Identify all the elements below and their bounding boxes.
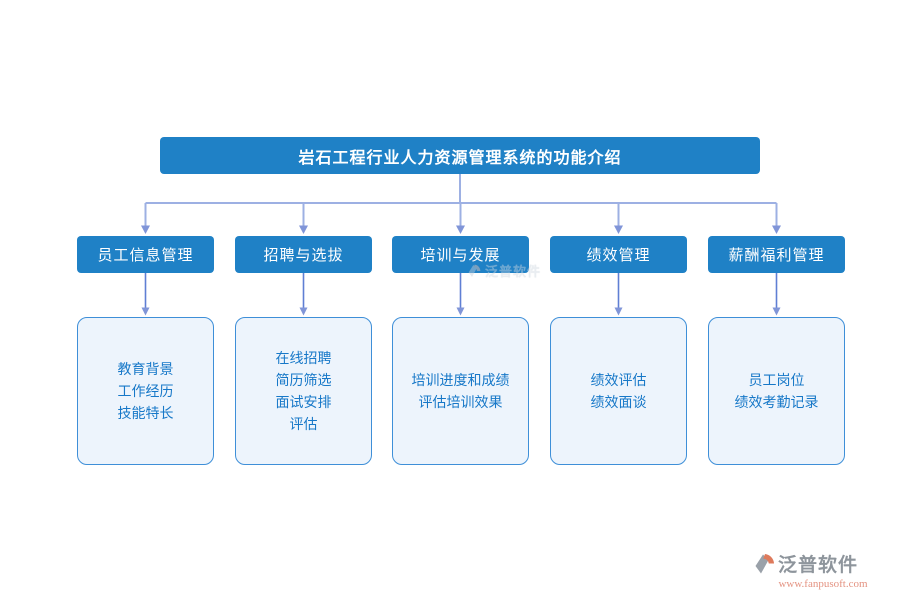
detail-line: 面试安排: [275, 394, 332, 410]
spine-drop-lines: [144, 203, 778, 226]
node-training-development: 培训与发展: [392, 236, 529, 273]
node-arrowheads: [141, 307, 781, 316]
detail-employee-info: 教育背景 工作经历 技能特长: [77, 317, 214, 465]
detail-line: 工作经历: [117, 383, 174, 399]
detail-line: 技能特长: [117, 405, 174, 421]
detail-recruitment: 在线招聘 简历筛选 面试安排 评估: [235, 317, 372, 465]
detail-line: 评估: [289, 416, 318, 432]
node-compensation-benefits: 薪酬福利管理: [708, 236, 845, 273]
detail-performance: 绩效评估 绩效面谈: [550, 317, 687, 465]
node-drop-lines: [144, 273, 778, 308]
node-recruitment-selection: 招聘与选拔: [235, 236, 372, 273]
detail-compensation: 员工岗位 绩效考勤记录: [708, 317, 845, 465]
fanpu-logo-icon: [755, 553, 774, 573]
node-employee-info-management: 员工信息管理: [77, 236, 214, 273]
detail-line: 培训进度和成绩: [411, 372, 510, 388]
detail-line: 绩效评估: [590, 372, 647, 388]
brand-logo: 泛普软件 www.fanpusoft.com: [752, 550, 894, 590]
detail-line: 简历筛选: [275, 372, 332, 388]
detail-line: 在线招聘: [275, 350, 332, 366]
brand-website: www.fanpusoft.com: [778, 578, 868, 590]
node-performance-management: 绩效管理: [550, 236, 687, 273]
spine-arrowheads: [141, 225, 781, 234]
detail-line: 评估培训效果: [418, 394, 503, 410]
detail-training: 培训进度和成绩 评估培训效果: [392, 317, 529, 465]
diagram-title: 岩石工程行业人力资源管理系统的功能介绍: [160, 137, 760, 174]
detail-line: 教育背景: [117, 361, 174, 377]
detail-line: 绩效面谈: [590, 394, 647, 410]
detail-line: 员工岗位: [748, 372, 805, 388]
detail-line: 绩效考勤记录: [734, 394, 819, 410]
brand-name: 泛普软件: [778, 555, 859, 576]
